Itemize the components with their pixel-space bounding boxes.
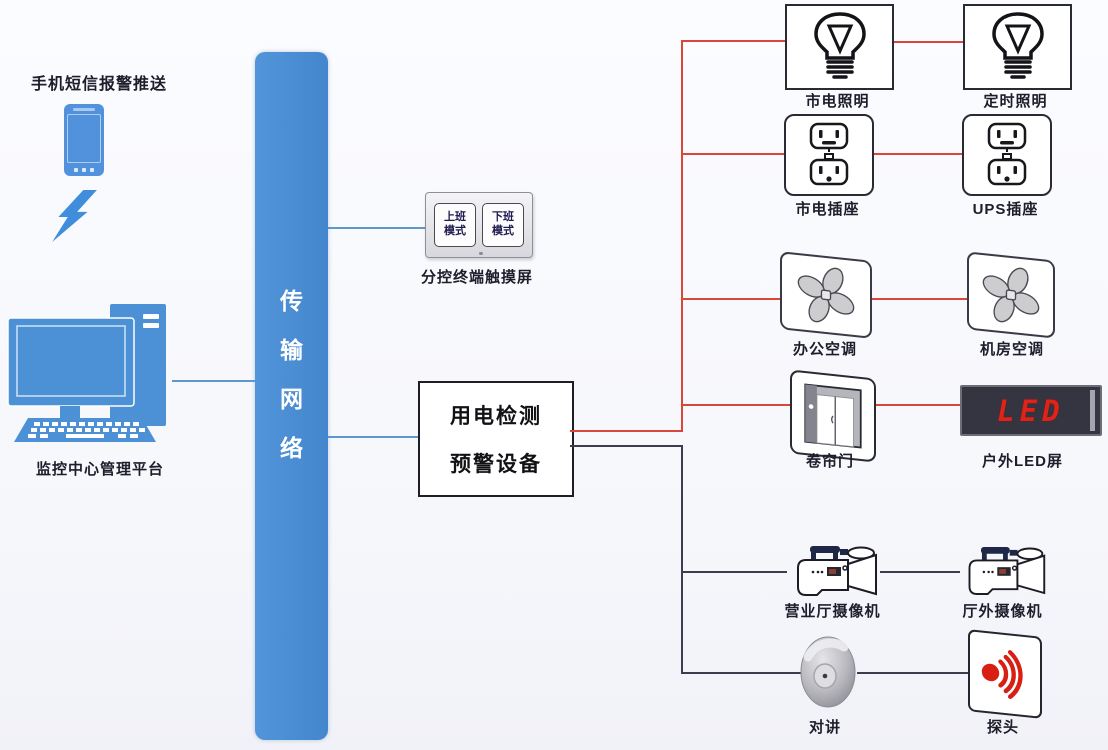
device-box-server-room-ac [967, 251, 1055, 339]
device-label: 定时照明 [983, 93, 1048, 110]
connector-intercom-row [683, 672, 803, 674]
device-label: 市电照明 [805, 93, 870, 110]
connector-socket-row [683, 153, 784, 155]
dark-trunk-line [681, 445, 683, 674]
device-box-probe [968, 629, 1042, 719]
phone-screen [67, 114, 101, 163]
device-box-office-ac [780, 251, 872, 339]
led-screen-edge [1090, 390, 1095, 431]
connector-socket-between [870, 153, 962, 155]
platform-label: 监控中心管理平台 [35, 461, 164, 478]
transmission-network-bar: 传 输 网 络 [255, 52, 328, 740]
power-detection-box: 用电检测 预警设备 [418, 381, 574, 497]
fan-icon [982, 267, 1040, 323]
connector-lighting-between [890, 41, 963, 43]
device-label: 营业厅摄像机 [784, 603, 881, 620]
device-label: 对讲 [808, 719, 841, 736]
sms-push-title: 手机短信报警推送 [30, 76, 167, 93]
red-trunk-line [681, 40, 683, 432]
outlet-icon [987, 122, 1027, 186]
power-detection-line2: 预警设备 [450, 452, 542, 476]
device-label: 市电插座 [795, 201, 860, 218]
led-screen-text: LED [997, 393, 1065, 428]
touch-panel-label: 分控终端触摸屏 [420, 269, 533, 286]
device-label: 机房空调 [979, 341, 1044, 358]
intercom-icon [800, 636, 856, 708]
device-label: UPS插座 [972, 201, 1039, 218]
device-label: 户外LED屏 [981, 453, 1063, 470]
sensor-icon [981, 650, 1023, 699]
connector-mainbox-red-trunk [570, 430, 683, 432]
device-label: 探头 [986, 719, 1019, 736]
computer-icon [7, 304, 166, 442]
roller-door-icon [804, 383, 862, 449]
connector-door-row [683, 404, 790, 406]
device-label: 厅外摄像机 [962, 603, 1043, 620]
connector-lighting-row [683, 40, 785, 42]
connector-door-led [872, 404, 960, 406]
led-screen: LED [960, 385, 1102, 436]
fan-icon [797, 267, 855, 323]
device-box-ups-socket [962, 114, 1052, 196]
camera-icon [968, 547, 1046, 595]
bulb-icon [991, 12, 1044, 79]
device-label: 卷帘门 [805, 453, 854, 470]
phone-icon [64, 104, 104, 176]
connector-ac-row [683, 298, 780, 300]
connector-network-mainbox [328, 436, 418, 438]
work-mode-button: 上班模式 [434, 203, 476, 247]
connector-mainbox-dark-trunk [570, 445, 683, 447]
lightning-icon [52, 190, 97, 242]
bulb-icon [813, 12, 866, 79]
outlet-icon [809, 122, 849, 186]
power-detection-line1: 用电检测 [450, 405, 542, 429]
device-box-mains-socket [784, 114, 874, 196]
device-box-roller-door [790, 369, 876, 463]
camera-icon [797, 546, 877, 596]
connector-camera-between [880, 571, 960, 573]
connector-camera-row [683, 571, 787, 573]
device-box-timed-light [963, 4, 1072, 90]
touch-panel: 上班模式 下班模式 [425, 192, 533, 258]
connector-computer-network [172, 380, 255, 382]
connector-intercom-probe [857, 672, 968, 674]
touch-panel-button-dot [479, 252, 483, 255]
connector-network-touchpanel [328, 227, 425, 229]
phone-buttons [64, 168, 104, 172]
device-box-mains-light [785, 4, 894, 90]
connector-ac-between [868, 298, 967, 300]
transmission-network-label: 传 输 网 络 [280, 288, 303, 461]
device-label: 办公空调 [792, 341, 857, 358]
phone-speaker [73, 108, 95, 111]
offwork-mode-button: 下班模式 [482, 203, 524, 247]
